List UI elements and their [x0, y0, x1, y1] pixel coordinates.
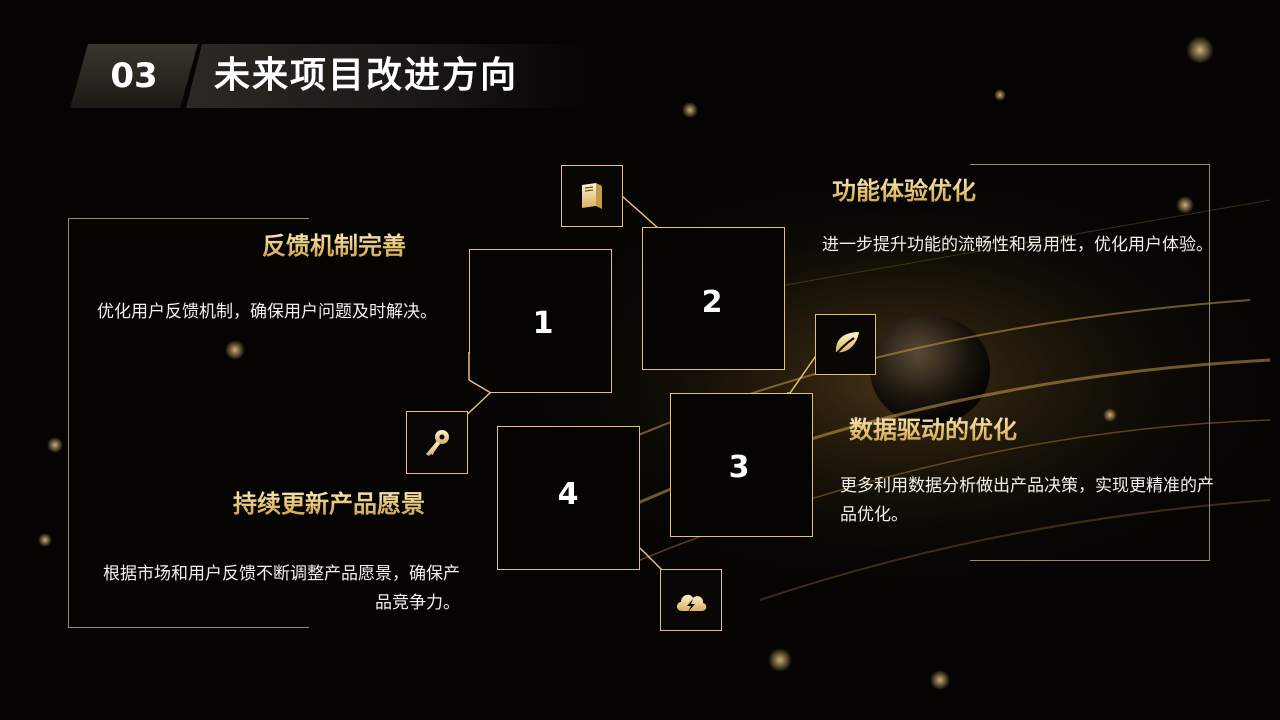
book-icon [576, 180, 608, 212]
cloud-icon-box [660, 569, 722, 631]
section-title-2: 功能体验优化 [832, 171, 976, 206]
key-icon [421, 427, 453, 459]
key-icon-box [406, 411, 468, 474]
step-number-2: 2 [682, 285, 742, 320]
leaf-icon-box [815, 314, 876, 375]
step-number-4: 4 [538, 477, 598, 512]
step-number-1: 1 [513, 306, 573, 341]
section-desc-2: 进一步提升功能的流畅性和易用性，优化用户体验。 [822, 231, 1214, 260]
section-desc-1: 优化用户反馈机制，确保用户问题及时解决。 [92, 298, 437, 327]
cloud-lightning-icon [673, 585, 709, 615]
book-icon-box [561, 165, 623, 227]
leaf-icon [829, 328, 863, 362]
step-number-3: 3 [709, 450, 769, 485]
section-title-1: 反馈机制完善 [262, 226, 406, 261]
section-title-3: 数据驱动的优化 [849, 410, 1017, 445]
section-title-4: 持续更新产品愿景 [233, 484, 425, 519]
section-desc-3: 更多利用数据分析做出产品决策，实现更精准的产品优化。 [840, 472, 1216, 530]
section-desc-4: 根据市场和用户反馈不断调整产品愿景，确保产品竞争力。 [96, 560, 460, 618]
